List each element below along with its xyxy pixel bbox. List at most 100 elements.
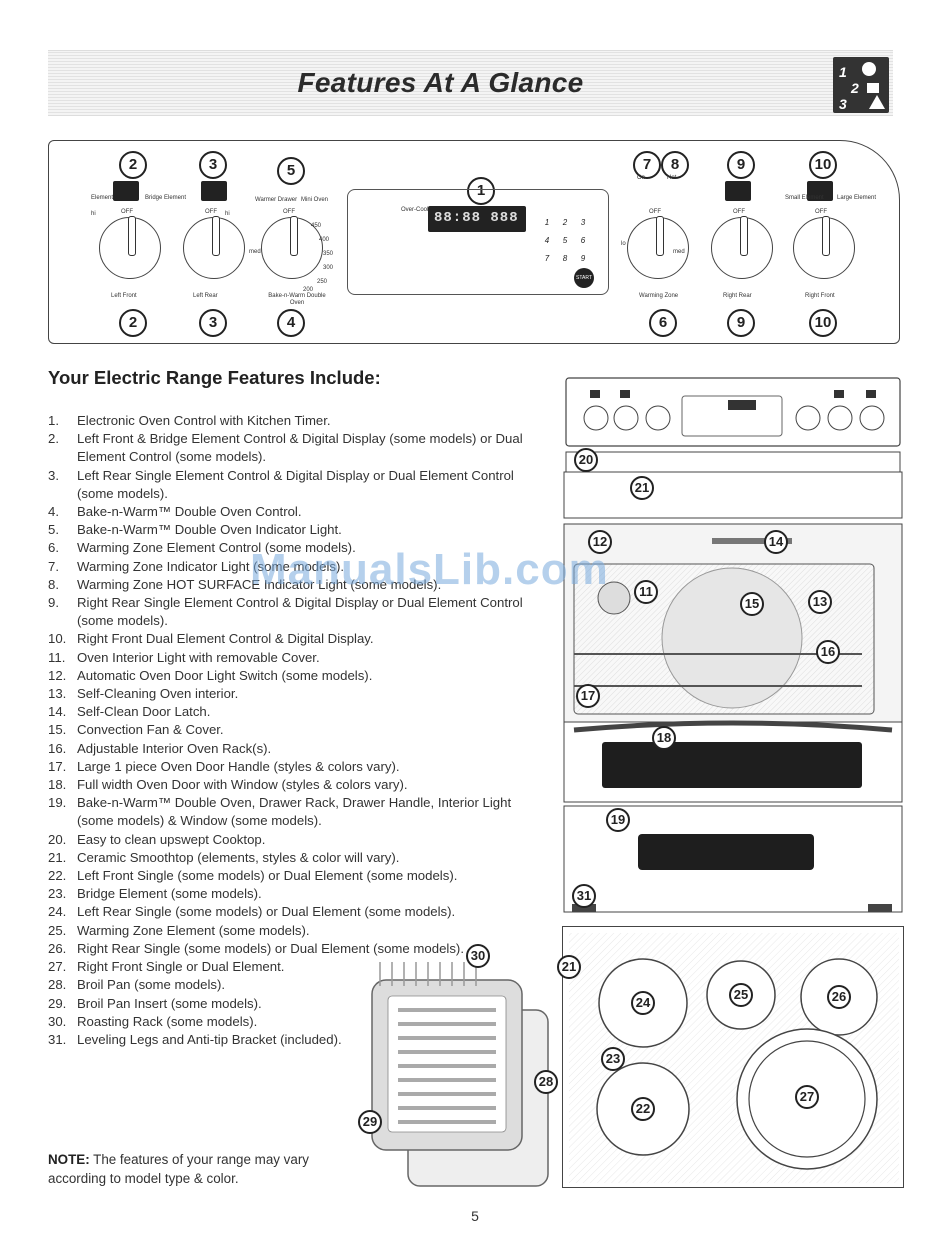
med-label-1: med <box>249 249 261 255</box>
feature-number: 27. <box>48 959 67 975</box>
mini-oven-label: Mini Oven <box>301 197 329 203</box>
feature-text: Large 1 piece Oven Door Handle (styles &… <box>77 758 400 774</box>
key-6[interactable]: 6 <box>580 236 586 245</box>
feature-item: 26. Right Rear Single (some models) or Du… <box>48 940 528 958</box>
callout-28: 28 <box>534 1070 558 1094</box>
note-text: The features of your range may vary acco… <box>48 1152 309 1186</box>
feature-number: 23. <box>48 886 67 902</box>
temp-350: 350 <box>323 251 334 257</box>
feature-text: Bake-n-Warm™ Double Oven Indicator Light… <box>77 522 342 538</box>
right-front-knob[interactable] <box>793 216 855 279</box>
feature-text: Left Rear Single Element Control & Digit… <box>77 467 514 501</box>
feature-item: 13.Self-Cleaning Oven interior. <box>48 685 528 703</box>
feature-number: 17. <box>48 758 67 774</box>
hot-label: Hot <box>667 175 677 181</box>
callout-10-bottom: 10 <box>809 309 837 337</box>
feature-text: Right Front Single or Dual Element. <box>77 959 285 975</box>
feature-number: 16. <box>48 740 67 756</box>
callout-15: 15 <box>740 592 764 616</box>
right-rear-display <box>725 181 751 201</box>
off-label-6: OFF <box>815 209 827 215</box>
feature-number: 19. <box>48 795 67 811</box>
cooktop-diagram: 21 24 25 26 23 22 27 <box>557 926 904 1188</box>
feature-text: Right Rear Single (some models) or Dual … <box>77 940 464 956</box>
feature-item: 24.Left Rear Single (some models) or Dua… <box>48 903 528 921</box>
svg-text:1: 1 <box>839 64 847 80</box>
feature-text: Warming Zone Element Control (some model… <box>77 540 356 556</box>
warming-zone-knob[interactable] <box>627 216 689 279</box>
note: NOTE: The features of your range may var… <box>48 1150 328 1188</box>
feature-text: Right Rear Single Element Control & Digi… <box>77 595 523 629</box>
oven-temp-knob[interactable] <box>261 216 323 279</box>
feature-number: 5. <box>48 522 59 538</box>
svg-text:3: 3 <box>839 96 847 112</box>
oven-display: 88:88 888 <box>428 206 526 232</box>
feature-text: Broil Pan (some models). <box>77 977 226 993</box>
feature-item: 10.Right Front Dual Element Control & Di… <box>48 630 528 648</box>
off-label-1: OFF <box>121 209 133 215</box>
callout-8: 8 <box>661 151 689 179</box>
feature-number: 14. <box>48 704 67 720</box>
key-3[interactable]: 3 <box>580 218 586 227</box>
feature-item: 18.Full width Oven Door with Window (sty… <box>48 776 528 794</box>
key-5[interactable]: 5 <box>562 236 568 245</box>
key-8[interactable]: 8 <box>562 254 568 263</box>
off-label-2: OFF <box>205 209 217 215</box>
feature-text: Left Rear Single (some models) or Dual E… <box>77 904 456 920</box>
feature-item: 19. Bake-n-Warm™ Double Oven, Drawer Rack… <box>48 794 528 830</box>
temp-450: 450 <box>311 223 322 229</box>
feature-number: 22. <box>48 868 67 884</box>
callout-2-top: 2 <box>119 151 147 179</box>
start-button[interactable]: START <box>574 268 594 288</box>
feature-number: 26. <box>48 940 67 956</box>
feature-text: Bridge Element (some models). <box>77 886 262 902</box>
temp-250: 250 <box>317 279 328 285</box>
feature-number: 1. <box>48 413 59 428</box>
feature-item: 1.Electronic Oven Control with Kitchen T… <box>48 412 528 430</box>
feature-number: 28. <box>48 977 67 993</box>
small-element-label: Small Element <box>785 195 824 201</box>
callout-29: 29 <box>358 1110 382 1134</box>
knob-label-left-rear: Left Rear <box>193 293 218 299</box>
key-7[interactable]: 7 <box>544 254 550 263</box>
feature-number: 2. <box>48 431 59 447</box>
feature-item: 5. Bake-n-Warm™ Double Oven Indicator Lig… <box>48 521 528 539</box>
key-9[interactable]: 9 <box>580 254 586 263</box>
feature-number: 7. <box>48 558 59 574</box>
left-rear-knob[interactable] <box>183 216 245 279</box>
callout-21-cooktop: 21 <box>557 955 581 979</box>
left-front-knob[interactable] <box>99 216 161 279</box>
callout-2-bottom: 2 <box>119 309 147 337</box>
feature-number: 25. <box>48 922 67 938</box>
key-2[interactable]: 2 <box>562 218 568 227</box>
on-label: On <box>637 175 646 181</box>
feature-number: 9. <box>48 595 59 611</box>
feature-text: Broil Pan Insert (some models). <box>77 995 262 1011</box>
knob-label-warming-zone: Warming Zone <box>639 293 679 299</box>
feature-text: Ceramic Smoothtop (elements, styles & co… <box>77 849 400 865</box>
callout-31: 31 <box>572 884 596 908</box>
steps-123-icon: 1 2 3 <box>833 57 889 113</box>
callout-17: 17 <box>576 684 600 708</box>
callout-27: 27 <box>795 1085 819 1109</box>
temp-400: 400 <box>319 237 330 243</box>
broil-pan-illustration: 30 28 29 <box>358 944 558 1190</box>
feature-item: 3.Left Rear Single Element Control & Dig… <box>48 467 528 503</box>
off-label-3: OFF <box>283 209 295 215</box>
feature-text: Self-Clean Door Latch. <box>77 704 211 720</box>
feature-item: 12. Automatic Oven Door Light Switch (som… <box>48 667 528 685</box>
feature-text: Adjustable Interior Oven Rack(s). <box>77 740 272 756</box>
key-1[interactable]: 1 <box>544 218 550 227</box>
feature-item: 27. Right Front Single or Dual Element. <box>48 958 528 976</box>
knob-label-left-front: Left Front <box>111 293 137 299</box>
right-rear-knob[interactable] <box>711 216 773 279</box>
knob-label-right-front: Right Front <box>805 293 835 299</box>
feature-number: 12. <box>48 667 67 683</box>
key-4[interactable]: 4 <box>544 236 550 245</box>
feature-text: Bake-n-Warm™ Double Oven, Drawer Rack, D… <box>77 795 512 829</box>
feature-text: Left Front & Bridge Element Control & Di… <box>77 431 523 465</box>
feature-item: 23. Bridge Element (some models). <box>48 885 528 903</box>
feature-text: Warming Zone Indicator Light (some model… <box>77 558 345 574</box>
feature-text: Automatic Oven Door Light Switch (some m… <box>77 667 373 683</box>
bridge-element-label: Bridge Element <box>145 195 187 201</box>
